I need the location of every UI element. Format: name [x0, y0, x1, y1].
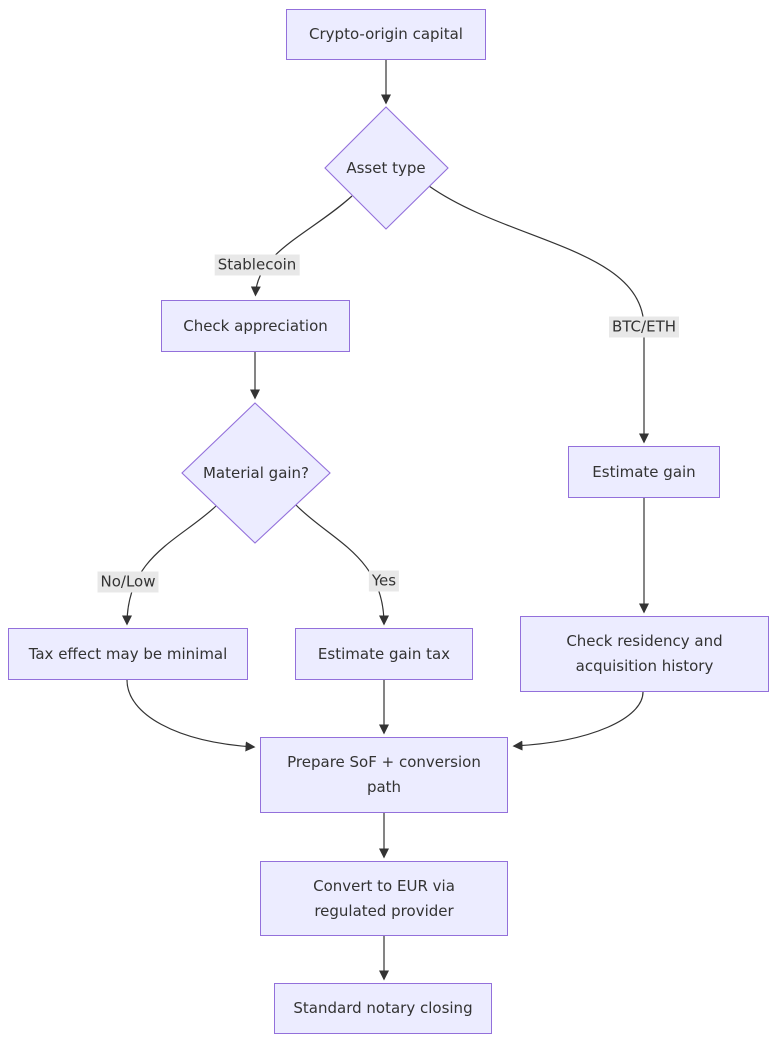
node-check-residency: Check residency and acquisition history [520, 616, 769, 692]
node-label-line1: Convert to EUR via [313, 876, 455, 895]
edge-label-stablecoin: Stablecoin [214, 254, 300, 276]
decision-asset-type-shape [324, 106, 449, 230]
node-convert-eur: Convert to EUR via regulated provider [260, 861, 508, 936]
node-label-line2: path [366, 778, 402, 796]
decision-material-gain-label: Material gain? [202, 464, 310, 482]
node-estimate-gain-tax: Estimate gain tax [295, 628, 473, 680]
edge-asset-type-to-check-appreciation [250, 195, 353, 297]
edge-check-residency-to-prepare-sof [512, 691, 644, 751]
edge-label-no-low: No/Low [97, 571, 159, 593]
decision-material-gain-shape [181, 402, 331, 544]
decision-asset-type-label: Asset type [346, 159, 426, 177]
node-label-line1: Prepare SoF + conversion [287, 753, 481, 771]
node-label: Tax effect may be minimal [28, 644, 228, 663]
node-standard-notary-closing: Standard notary closing [274, 983, 492, 1034]
edge-asset-type-to-estimate-gain [428, 185, 649, 444]
edge-material-gain-to-tax-minimal [122, 505, 217, 626]
node-check-appreciation: Check appreciation [161, 300, 350, 352]
node-label-line1: Check residency and [566, 632, 723, 650]
node-crypto-origin-capital: Crypto-origin capital [286, 9, 486, 60]
node-label: Check appreciation [183, 316, 328, 335]
edge-tax-minimal-to-prepare-sof [126, 679, 256, 752]
edge-label-btc-eth: BTC/ETH [608, 316, 680, 338]
node-label: Crypto-origin capital [309, 25, 463, 43]
node-prepare-sof: Prepare SoF + conversion path [260, 737, 508, 813]
edge-label-yes: Yes [368, 570, 400, 592]
node-label: Estimate gain tax [317, 644, 451, 663]
node-tax-effect-minimal: Tax effect may be minimal [8, 628, 248, 680]
edge-material-gain-to-estimate-gain-tax [295, 504, 389, 626]
node-label: Standard notary closing [293, 999, 473, 1017]
node-label: Estimate gain [592, 462, 696, 481]
node-label-line2: acquisition history [575, 657, 714, 675]
node-estimate-gain: Estimate gain [568, 446, 720, 498]
node-label-line2: regulated provider [314, 901, 454, 920]
